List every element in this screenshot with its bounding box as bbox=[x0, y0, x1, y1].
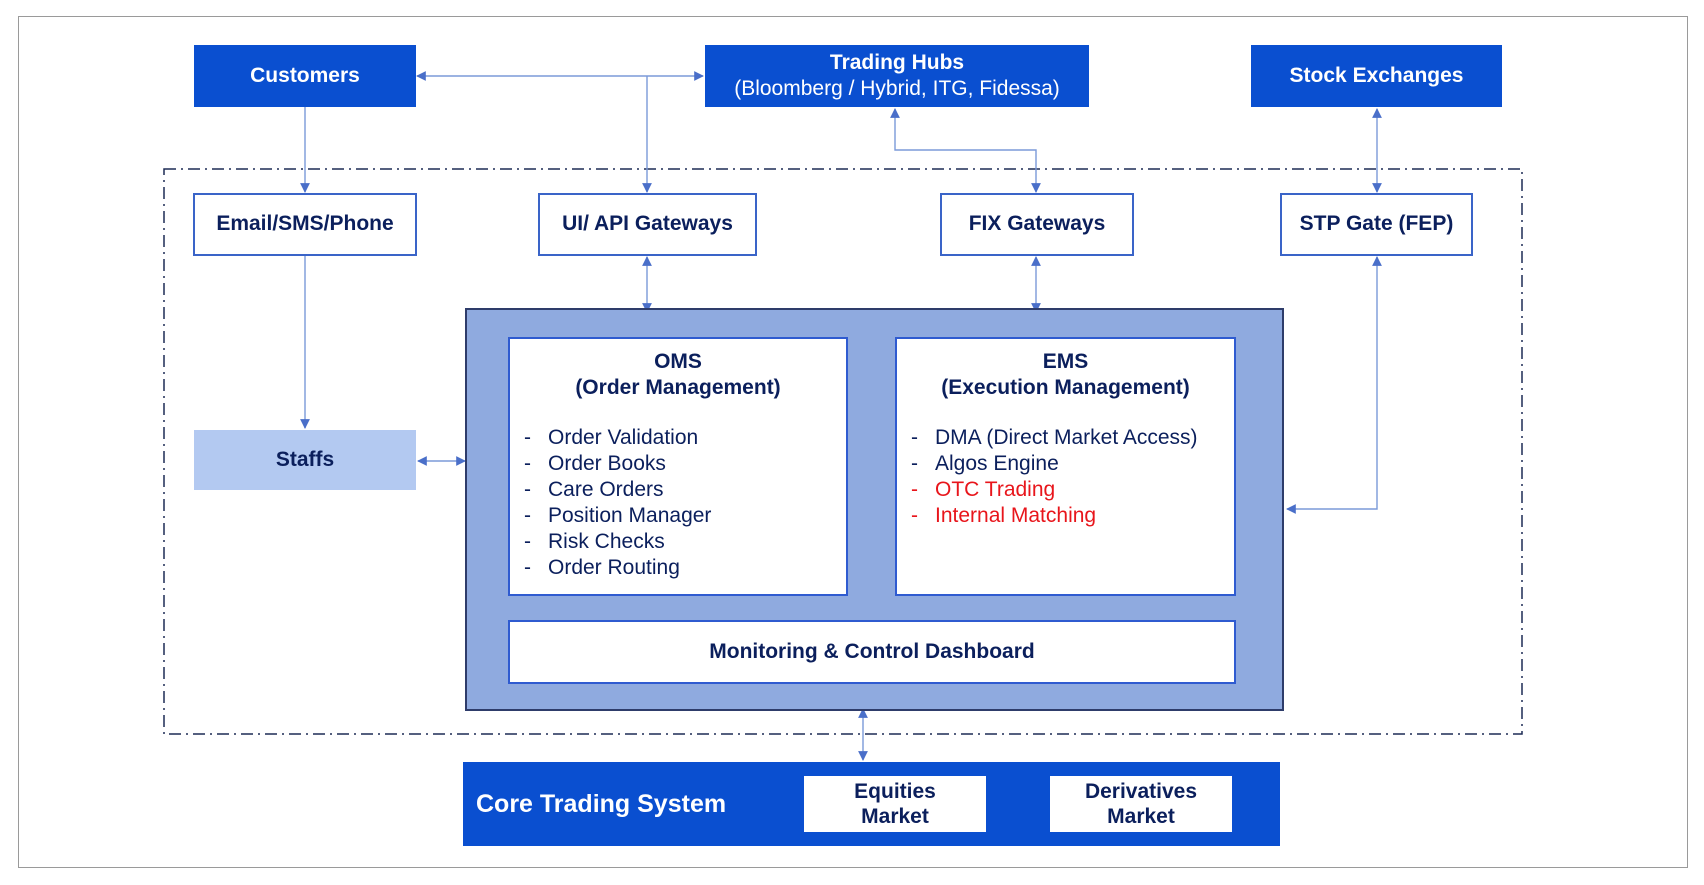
ems-title: EMS (Execution Management) bbox=[897, 349, 1234, 401]
ems-item-label: Internal Matching bbox=[935, 504, 1097, 527]
list-item: -Order Validation bbox=[524, 425, 846, 451]
stp-gate-label: STP Gate (FEP) bbox=[1299, 212, 1454, 236]
equities-market-box: Equities Market bbox=[804, 776, 986, 832]
ems-title-line2: (Execution Management) bbox=[941, 376, 1190, 399]
staffs-label: Staffs bbox=[275, 447, 335, 471]
list-item: -Care Orders bbox=[524, 477, 846, 503]
core-trading-system-bar: Core Trading System Equities Market Deri… bbox=[463, 762, 1280, 846]
list-item: -Order Books bbox=[524, 451, 846, 477]
list-bullet: - bbox=[524, 556, 531, 579]
trading-hubs-box: Trading Hubs (Bloomberg / Hybrid, ITG, F… bbox=[705, 45, 1089, 107]
email-sms-phone-box: Email/SMS/Phone bbox=[193, 193, 417, 256]
connector-hubs-fix bbox=[890, 108, 1041, 193]
email-sms-phone-label: Email/SMS/Phone bbox=[216, 212, 394, 236]
ems-item-label: Algos Engine bbox=[935, 452, 1059, 475]
customers-label: Customers bbox=[250, 63, 360, 87]
oms-title: OMS (Order Management) bbox=[510, 349, 846, 401]
oms-item-label: Position Manager bbox=[548, 504, 712, 527]
diagram-frame bbox=[18, 16, 1688, 868]
list-item: -Internal Matching bbox=[911, 503, 1234, 529]
oms-item-label: Care Orders bbox=[548, 478, 664, 501]
list-bullet: - bbox=[524, 452, 531, 475]
list-bullet: - bbox=[524, 426, 531, 449]
list-item: -DMA (Direct Market Access) bbox=[911, 425, 1234, 451]
oms-item-label: Order Routing bbox=[548, 556, 680, 579]
list-bullet: - bbox=[524, 504, 531, 527]
ui-api-gateways-label: UI/ API Gateways bbox=[562, 212, 733, 236]
derivatives-market-box: Derivatives Market bbox=[1050, 776, 1232, 832]
monitoring-dashboard-label: Monitoring & Control Dashboard bbox=[709, 639, 1035, 663]
ems-item-label: DMA (Direct Market Access) bbox=[935, 426, 1198, 449]
oms-title-line2: (Order Management) bbox=[575, 376, 781, 399]
fix-gateways-box: FIX Gateways bbox=[940, 193, 1134, 256]
ems-title-line1: EMS bbox=[1042, 350, 1089, 373]
oms-module: OMS (Order Management) -Order Validation… bbox=[508, 337, 848, 596]
oms-item-label: Order Validation bbox=[548, 426, 699, 449]
equities-market-line2: Market bbox=[861, 805, 929, 828]
list-bullet: - bbox=[911, 452, 918, 475]
list-bullet: - bbox=[911, 426, 918, 449]
monitoring-dashboard-box: Monitoring & Control Dashboard bbox=[508, 620, 1236, 684]
connector-stp-panel bbox=[1286, 256, 1382, 514]
derivatives-market-line2: Market bbox=[1107, 805, 1175, 828]
ems-module: EMS (Execution Management) -DMA (Direct … bbox=[895, 337, 1236, 596]
stock-exchanges-box: Stock Exchanges bbox=[1251, 45, 1502, 107]
list-item: -OTC Trading bbox=[911, 477, 1234, 503]
trading-hubs-subtitle: (Bloomberg / Hybrid, ITG, Fidessa) bbox=[734, 77, 1060, 100]
ems-item-label: OTC Trading bbox=[935, 478, 1056, 501]
equities-market-line1: Equities bbox=[854, 780, 936, 803]
stock-exchanges-label: Stock Exchanges bbox=[1289, 63, 1464, 87]
oms-title-line1: OMS bbox=[654, 350, 702, 373]
list-bullet: - bbox=[911, 504, 918, 527]
derivatives-market-line1: Derivatives bbox=[1084, 780, 1198, 803]
customers-box: Customers bbox=[194, 45, 416, 107]
list-bullet: - bbox=[911, 478, 918, 501]
ui-api-gateways-box: UI/ API Gateways bbox=[538, 193, 757, 256]
list-bullet: - bbox=[524, 530, 531, 553]
list-bullet: - bbox=[524, 478, 531, 501]
stp-gate-box: STP Gate (FEP) bbox=[1280, 193, 1473, 256]
staffs-box: Staffs bbox=[194, 430, 416, 490]
oms-item-label: Risk Checks bbox=[548, 530, 665, 553]
list-item: -Risk Checks bbox=[524, 529, 846, 555]
ems-feature-list: -DMA (Direct Market Access) -Algos Engin… bbox=[897, 425, 1234, 529]
oms-feature-list: -Order Validation -Order Books -Care Ord… bbox=[510, 425, 846, 581]
list-item: -Algos Engine bbox=[911, 451, 1234, 477]
list-item: -Position Manager bbox=[524, 503, 846, 529]
system-boundary bbox=[163, 168, 1523, 735]
trading-hubs-title: Trading Hubs bbox=[829, 50, 965, 74]
list-item: -Order Routing bbox=[524, 555, 846, 581]
oms-item-label: Order Books bbox=[548, 452, 666, 475]
core-trading-system-title: Core Trading System bbox=[476, 790, 727, 818]
fix-gateways-label: FIX Gateways bbox=[968, 212, 1106, 236]
